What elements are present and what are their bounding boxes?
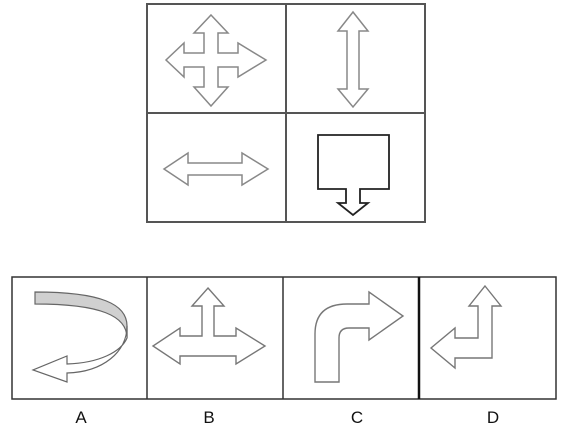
puzzle-grid-drawing [146,3,426,223]
curved-right-arrow-icon[interactable] [314,290,405,383]
answer-options-drawing [11,276,557,400]
horizontal-double-arrow-icon [162,151,270,187]
four-way-arrow-icon [164,13,268,108]
answer-options [11,276,557,400]
options-frame [11,276,557,400]
box-with-down-arrow-icon [317,134,390,217]
option-c-label: C [350,408,364,427]
puzzle-grid [146,3,426,223]
corner-two-way-arrow-icon[interactable] [429,284,503,370]
option-b-label: B [203,408,215,427]
option-d-label: D [486,408,500,427]
three-way-arrow-icon[interactable] [151,286,267,366]
u-turn-arrow-icon[interactable] [31,291,128,383]
option-a-label: A [75,408,87,427]
vertical-double-arrow-icon [336,10,370,109]
